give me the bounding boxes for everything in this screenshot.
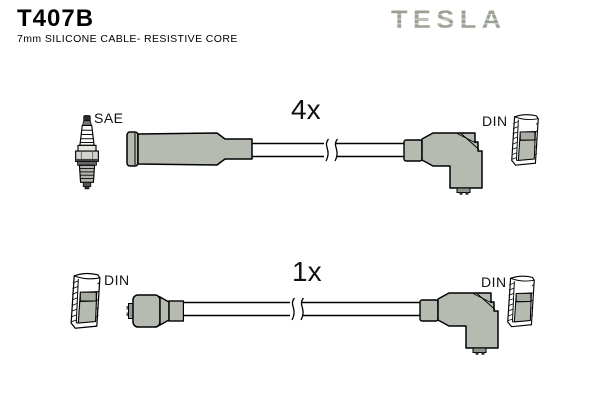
row2-left-label: DIN xyxy=(104,272,130,288)
din-socket-icon xyxy=(507,275,535,328)
tesla-logo-text: TESLA xyxy=(391,6,507,34)
elbow-boot-icon xyxy=(419,292,499,355)
part-number: T407B xyxy=(17,5,95,32)
din-socket-icon xyxy=(511,114,539,166)
row1-right-label: DIN xyxy=(482,113,508,129)
elbow-boot-icon xyxy=(403,132,483,195)
din-socket-icon xyxy=(70,272,101,329)
row2-cable xyxy=(184,297,422,321)
coil-boot-icon xyxy=(126,294,184,328)
row1-left-label: SAE xyxy=(94,110,124,126)
straight-boot-icon xyxy=(126,131,253,167)
spark-plug-icon xyxy=(75,115,99,190)
row2-quantity-label: 1x xyxy=(292,256,322,287)
row1-quantity-label: 4x xyxy=(291,94,321,125)
product-subtitle: 7mm SILICONE CABLE- RESISTIVE CORE xyxy=(17,33,238,45)
row2-right-label: DIN xyxy=(481,274,507,290)
tesla-logo: TESLA xyxy=(391,8,507,33)
row1-cable xyxy=(248,138,406,162)
cable-break-icon xyxy=(291,297,305,321)
cable-break-icon xyxy=(325,138,339,162)
